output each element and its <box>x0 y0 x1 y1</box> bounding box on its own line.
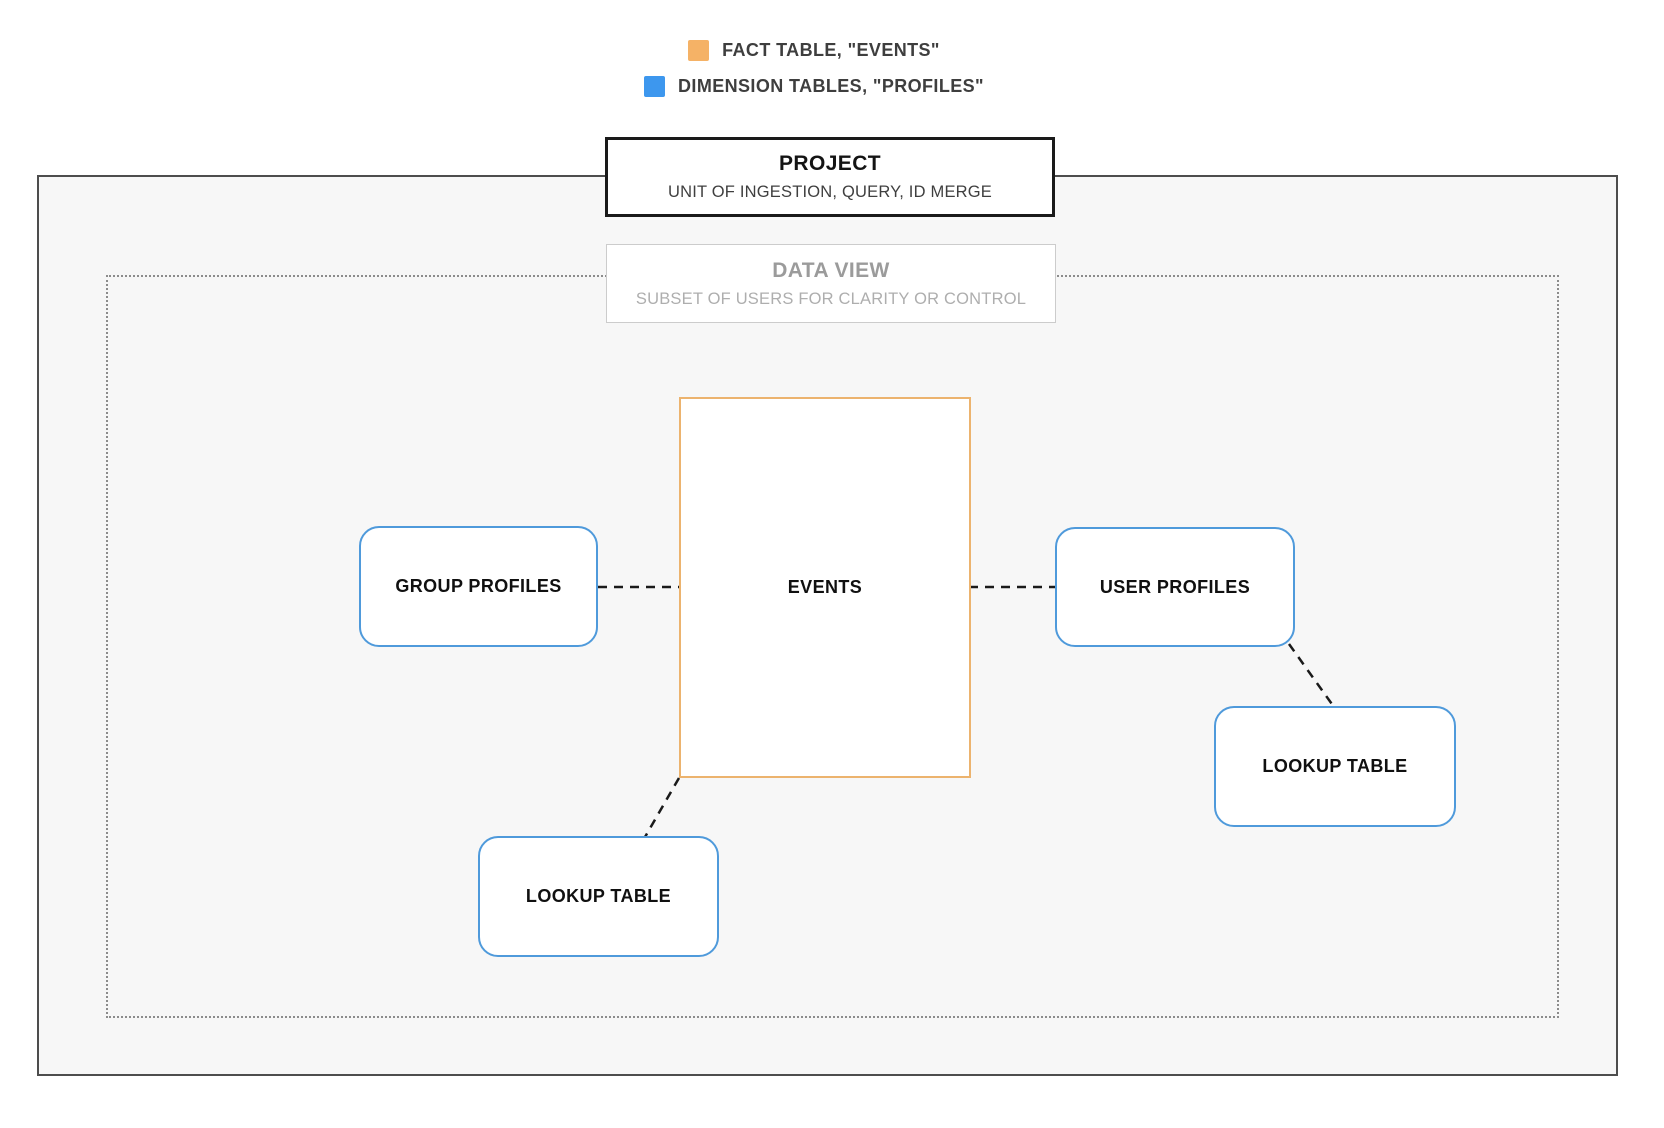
data-view-title-box: DATA VIEW SUBSET OF USERS FOR CLARITY OR… <box>606 244 1056 323</box>
data-view-subtitle: SUBSET OF USERS FOR CLARITY OR CONTROL <box>635 289 1027 308</box>
node-user-profiles-label: USER PROFILES <box>1099 576 1251 597</box>
node-events: EVENTS <box>679 397 971 778</box>
legend-item-fact-table: FACT TABLE, "EVENTS" <box>688 40 940 61</box>
legend-item-label: DIMENSION TABLES, "PROFILES" <box>678 76 984 96</box>
legend-item-label: FACT TABLE, "EVENTS" <box>722 40 940 60</box>
legend-item-dimension-tables: DIMENSION TABLES, "PROFILES" <box>644 76 984 97</box>
node-group-profiles-label: GROUP PROFILES <box>395 576 562 596</box>
node-events-label: EVENTS <box>787 577 863 597</box>
node-lookup-table-right-label: LOOKUP TABLE <box>1262 756 1408 776</box>
group-profiles-stack-card-front: GROUP PROFILES <box>359 526 598 647</box>
node-user-profiles: USER PROFILES <box>1055 527 1295 647</box>
fact-table-swatch-icon <box>688 40 710 61</box>
dimension-tables-swatch-icon <box>644 76 666 97</box>
project-subtitle: UNIT OF INGESTION, QUERY, ID MERGE <box>667 183 992 201</box>
project-title: PROJECT <box>779 152 881 175</box>
legend: FACT TABLE, "EVENTS" DIMENSION TABLES, "… <box>0 40 1628 97</box>
node-lookup-table-left-label: LOOKUP TABLE <box>525 886 672 906</box>
node-lookup-table-right: LOOKUP TABLE <box>1214 706 1456 827</box>
node-lookup-table-left: LOOKUP TABLE <box>478 836 719 957</box>
data-view-title: DATA VIEW <box>772 258 890 282</box>
project-title-box: PROJECT UNIT OF INGESTION, QUERY, ID MER… <box>605 137 1055 217</box>
